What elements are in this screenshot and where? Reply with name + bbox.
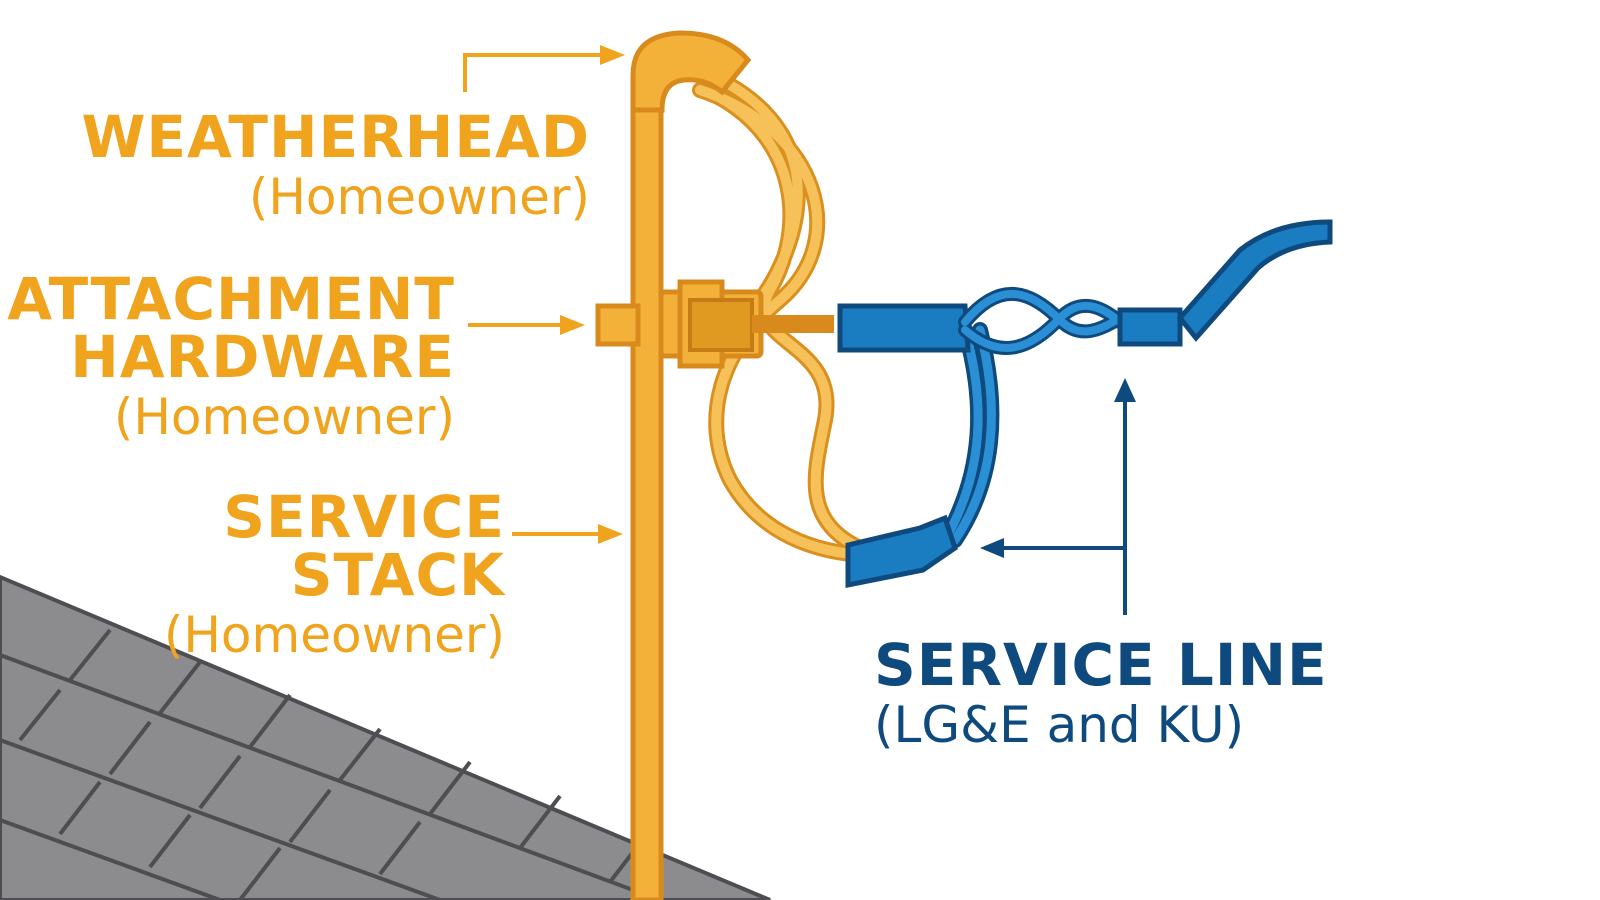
weatherhead-owner: (Homeowner) <box>248 168 590 226</box>
service-stack-label: SERVICE STACK (Homeowner) <box>0 488 505 660</box>
service-stack-title: SERVICE STACK <box>223 483 505 609</box>
weatherhead-label: WEATHERHEAD (Homeowner) <box>81 108 590 222</box>
attachment-owner: (Homeowner) <box>113 388 455 446</box>
utility-service-line <box>837 219 1333 589</box>
service-line-owner: (LG&E and KU) <box>874 696 1245 754</box>
weatherhead-arrow <box>463 53 600 92</box>
service-line-title: SERVICE LINE <box>874 631 1328 699</box>
service-stack-owner: (Homeowner) <box>163 606 505 664</box>
service-line-label: SERVICE LINE (LG&E and KU) <box>874 636 1328 750</box>
attachment-title-line2: HARDWARE <box>70 323 455 391</box>
service-line-arrows <box>1000 400 1127 615</box>
pointer-arrows <box>463 45 1136 615</box>
roof <box>0 574 771 900</box>
attachment-title-line1: ATTACHMENT <box>7 265 455 333</box>
service-stack-pipe <box>630 30 752 900</box>
attachment-hardware-label: ATTACHMENT HARDWARE (Homeowner) <box>7 270 455 442</box>
attachment-hardware <box>595 279 834 369</box>
weatherhead-title: WEATHERHEAD <box>81 103 590 171</box>
